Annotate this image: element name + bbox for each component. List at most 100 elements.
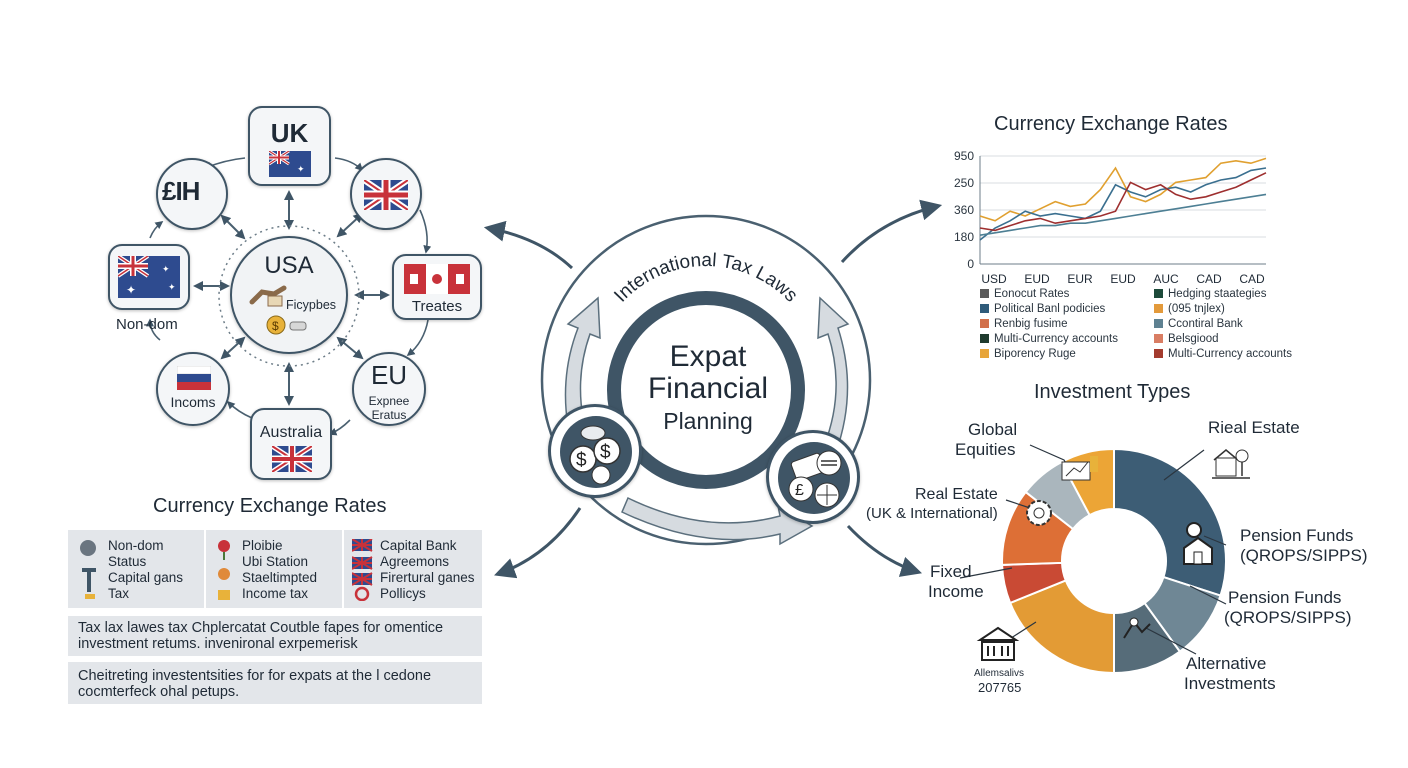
- pound-label: £IH: [162, 176, 200, 206]
- x-tick-label: EUD: [1024, 272, 1050, 286]
- label-fixed-income-2: Income: [928, 582, 984, 601]
- col1-item: Capital gans: [108, 570, 184, 585]
- label-alternative-1: Alternative: [1186, 654, 1267, 673]
- uk-label: UK: [270, 118, 309, 148]
- note1-line2: investment retums. invenironal exrpemeri…: [78, 636, 358, 652]
- legend-label: Biporency Ruge: [994, 348, 1076, 360]
- series-line: [979, 193, 1267, 236]
- pound-node[interactable]: £IH: [156, 158, 228, 230]
- svg-text:✦: ✦: [168, 282, 176, 292]
- home-pin-icon: [1183, 522, 1213, 565]
- investment-title: Investment Types: [1034, 381, 1191, 403]
- legend-swatch: [1154, 319, 1163, 329]
- col2-item: Ploibie: [242, 538, 283, 553]
- label-small-2: 207765: [978, 680, 1022, 695]
- legend-label: Belsgiood: [1168, 333, 1219, 345]
- australia-flag-node[interactable]: ✦ ✦ ✦: [108, 244, 190, 310]
- col2-item: Ubi Station: [242, 554, 309, 569]
- label-global-equities-1: Global: [968, 420, 1018, 439]
- label-alternative-2: Investments: [1184, 674, 1276, 693]
- legend-swatch: [1154, 349, 1163, 359]
- svg-text:✦: ✦: [126, 283, 136, 297]
- pound-cards-icon: £: [778, 442, 850, 514]
- flag-icon: [177, 366, 211, 390]
- series-line: [979, 157, 1267, 222]
- label-small-1: Allemsalivs: [974, 668, 1025, 679]
- eu-node[interactable]: EU Expnee Eratus: [352, 352, 426, 426]
- chart-legend-right: Hedging staategies(095 tnjlex) Ccontiral …: [1154, 287, 1292, 362]
- legend-label: Eonocut Rates: [994, 288, 1070, 300]
- legend-item: Biporency Ruge: [980, 347, 1118, 362]
- legend-swatch: [980, 319, 989, 329]
- col1-item: Non-dom: [108, 538, 164, 553]
- label-real-estate: Rieal Estate: [1208, 418, 1300, 437]
- usa-label: USA: [264, 252, 314, 279]
- uk-node[interactable]: UK ✦: [248, 106, 331, 186]
- bank-icon: [976, 626, 1020, 661]
- stock-chart-icon: [1061, 456, 1098, 481]
- handshake-icon: [249, 285, 287, 307]
- left-panel-col1: Non-dom Status Capital gans Tax: [68, 530, 204, 608]
- australia-label: Australia: [259, 424, 323, 441]
- australia-node[interactable]: Australia: [250, 408, 332, 480]
- label-real-estate-uk-1: Real Estate: [915, 486, 998, 503]
- legend-label: Political Banl podicies: [994, 303, 1106, 315]
- flag-icon: [272, 446, 312, 472]
- legend-swatch: [980, 334, 989, 344]
- dollar-coins-node: $ $: [548, 404, 642, 498]
- note-panel-1: Tax lax lawes tax Chplercatat Coutble fa…: [68, 616, 482, 656]
- col3-item: Firertural ganes: [380, 570, 475, 585]
- legend-item: Belsgiood: [1154, 332, 1292, 347]
- center-line2: Financial: [647, 372, 769, 405]
- note2-line1: Cheitreting investentsities for for expa…: [78, 668, 432, 684]
- note-panel-2: Cheitreting investentsities for for expa…: [68, 662, 482, 704]
- y-tick-label: 180: [954, 230, 974, 244]
- legend-swatch: [1154, 334, 1163, 344]
- legend-item: Ccontiral Bank: [1154, 317, 1292, 332]
- pound-cards-node: £: [766, 430, 860, 524]
- svg-text:✦: ✦: [162, 264, 170, 274]
- usa-sub-label: Ficypbes: [286, 298, 337, 312]
- x-tick-label: EUD: [1110, 272, 1136, 286]
- legend-item: (095 tnjlex): [1154, 302, 1292, 317]
- legend-label: (095 tnjlex): [1168, 303, 1225, 315]
- left-panel-title: Currency Exchange Rates: [153, 495, 387, 517]
- incoms-label: Incoms: [170, 394, 216, 410]
- globe-icon: [80, 540, 96, 556]
- alternative-icon: [1123, 617, 1151, 639]
- y-tick-label: 0: [967, 257, 974, 271]
- rose-icon: [218, 540, 230, 600]
- label-pension-2a: Pension Funds: [1228, 588, 1342, 607]
- usa-hub-node[interactable]: USA Ficypbes $: [230, 236, 348, 354]
- chart-title: Currency Exchange Rates: [994, 113, 1228, 135]
- non-dom-label: Non-dom: [116, 316, 178, 333]
- col3-item: Capital Bank: [380, 538, 457, 553]
- center-cycle: International Tax Laws: [540, 214, 872, 546]
- incoms-node[interactable]: Incoms: [156, 352, 230, 426]
- dollar-coins-icon: $ $: [560, 416, 632, 488]
- x-tick-label: CAD: [1239, 272, 1265, 286]
- y-tick-label: 250: [954, 176, 974, 190]
- label-pension-2b: (QROPS/SIPPS): [1224, 608, 1352, 627]
- x-tick-label: EUR: [1067, 272, 1093, 286]
- person-icon: [82, 568, 96, 599]
- flag-icon: [364, 180, 408, 210]
- left-panel-col2: Ploibie Ubi Station Staeltimpted Income …: [206, 530, 342, 608]
- legend-label: Renbig fusime: [994, 318, 1068, 330]
- uk-flag-node[interactable]: [350, 158, 422, 230]
- flag-icon: ✦: [269, 151, 311, 177]
- col2-item: Income tax: [242, 586, 309, 601]
- col2-item: Staeltimpted: [242, 570, 318, 585]
- col3-item: Pollicys: [380, 586, 426, 601]
- legend-swatch: [980, 304, 989, 314]
- treates-node[interactable]: Treates: [392, 254, 482, 320]
- legend-item: Eonocut Rates: [980, 287, 1118, 302]
- center-line1: Expat: [669, 340, 747, 373]
- legend-item: Political Banl podicies: [980, 302, 1118, 317]
- legend-item: Hedging staategies: [1154, 287, 1292, 302]
- svg-text:$: $: [600, 442, 611, 463]
- eu-sub-label-2: Eratus: [371, 408, 407, 422]
- legend-item: Multi-Currency accounts: [980, 332, 1118, 347]
